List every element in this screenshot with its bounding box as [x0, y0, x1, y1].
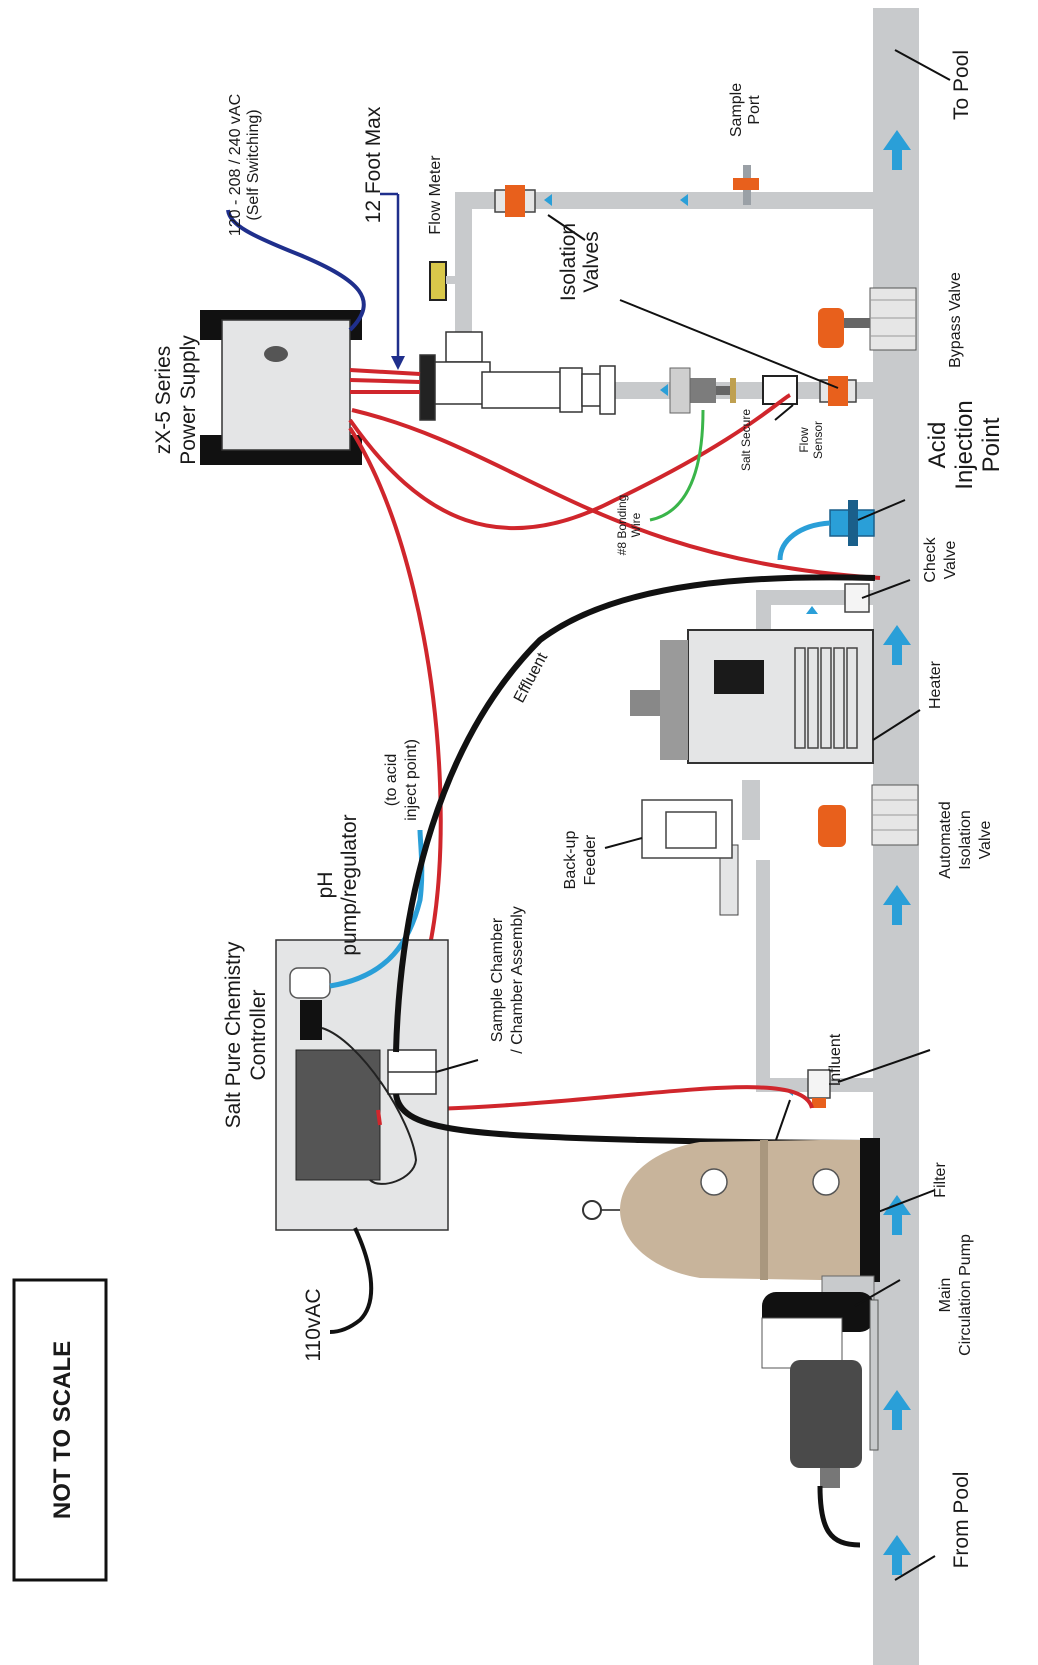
influent-tube: [393, 1093, 876, 1146]
back-up-feeder-label-line2: Feeder: [582, 834, 599, 885]
flow-arrow-icon: [883, 1535, 911, 1575]
salt-secure-label: Salt Secure: [739, 409, 753, 471]
bonding-wire-label-line2: Wire: [629, 512, 643, 537]
twelve-foot-label: 12 Foot Max: [362, 106, 385, 223]
isolation-valves-label-line2: Valves: [580, 231, 603, 292]
effluent-label: Effluent: [511, 650, 552, 706]
flow-arrow-icon: [883, 1195, 911, 1235]
acid-injection-fitting: [829, 500, 875, 546]
filter: [582, 1138, 880, 1282]
filter-label: Filter: [932, 1162, 949, 1198]
controller-power-cord: [329, 1227, 374, 1334]
bypass-valve: [818, 287, 917, 351]
from-pool-label: From Pool: [950, 1472, 973, 1569]
main-pipe-flow-arrows: [883, 130, 911, 1575]
side-stream-pipes: [455, 192, 875, 399]
flow-meter-label: Flow Meter: [427, 155, 444, 235]
back-up-feeder: [641, 780, 876, 1092]
sample-port: [733, 165, 759, 205]
automated-isolation-valve: [807, 784, 919, 1108]
bonding-wire-label-line1: #8 Bonding: [615, 495, 629, 556]
heater: [630, 590, 874, 764]
flow-sensor-label-line2: Sensor: [811, 421, 825, 459]
check-valve-label-line1: Check: [922, 536, 939, 582]
acid-tube: [777, 520, 831, 561]
ph-label-line1: pH: [314, 872, 337, 899]
automated-isolation-label-line1: Automated: [937, 801, 954, 878]
influent-label: Influent: [827, 1033, 844, 1086]
sample-chamber-label-line1: Sample Chamber: [489, 917, 506, 1042]
acid-injection-label-line2: Injection: [951, 400, 978, 489]
to-acid-label-line1: (to acid: [383, 754, 400, 806]
sample-port-label-line1: Sample: [728, 83, 745, 137]
flow-arrow-icon: [883, 885, 911, 925]
check-valve: [756, 583, 876, 613]
not-to-scale-box: NOT TO SCALE: [12, 1278, 108, 1582]
acid-injection-label-line3: Point: [978, 417, 1005, 472]
vac110-label: 110vAC: [302, 1288, 325, 1361]
ph-label-line2: pump/regulator: [338, 814, 361, 955]
bonding-wire: [649, 409, 705, 522]
flow-arrow-icon: [883, 130, 911, 170]
effluent-tube: [393, 574, 876, 1053]
power-supply: [200, 310, 362, 465]
twelve-foot-arrow: [380, 192, 405, 370]
sample-port-label-line2: Port: [746, 95, 763, 125]
back-up-feeder-label-line1: Back-up: [562, 831, 579, 890]
to-acid-label-line2: inject point): [403, 739, 420, 821]
chemistry-controller: [275, 939, 449, 1231]
main-circulation-pump: [761, 1275, 879, 1548]
isolation-valves-label-line1: Isolation: [557, 223, 580, 301]
power-input-wire: [226, 209, 366, 332]
leader-lines: [435, 49, 951, 1581]
bypass-valve-label: Bypass Valve: [947, 272, 964, 368]
valve-red-wire: [377, 1085, 814, 1112]
voltage-label-line1: 120 - 208 / 240 vAC: [227, 94, 244, 236]
flow-meter: [429, 261, 456, 301]
voltage-label-line2: (Self Switching): [245, 109, 262, 220]
heater-label: Heater: [927, 660, 944, 709]
check-valve-label-line2: Valve: [942, 540, 959, 579]
controller-label-line2: Controller: [247, 989, 270, 1080]
flow-arrow-icon: [883, 1390, 911, 1430]
isolation-valve-top: [494, 185, 536, 217]
main-pump-label-line1: Main: [937, 1278, 954, 1313]
salt-cell: [419, 331, 616, 421]
controller-label-line1: Salt Pure Chemistry: [222, 941, 245, 1128]
main-pump-label-line2: Circulation Pump: [957, 1234, 974, 1356]
to-pool-label: To Pool: [950, 50, 973, 120]
acid-injection-label-line1: Acid: [924, 422, 951, 469]
controller-red-wire: [376, 1109, 382, 1126]
power-supply-label-line2: Power Supply: [177, 335, 200, 465]
isolation-valve-bottom: [819, 376, 857, 406]
salt-secure: [669, 367, 736, 414]
automated-isolation-label-line3: Valve: [977, 820, 994, 859]
flow-sensor-label-line1: Flow: [797, 427, 811, 453]
power-supply-label-line1: zX-5 Series: [152, 346, 175, 455]
not-to-scale-label: NOT TO SCALE: [49, 1341, 76, 1519]
flow-arrow-icon: [883, 625, 911, 665]
automated-isolation-label-line2: Isolation: [957, 810, 974, 870]
ph-tube: [329, 829, 425, 989]
sample-chamber-label-line2: / Chamber Assembly: [509, 906, 526, 1054]
flow-sensor: [762, 375, 798, 405]
